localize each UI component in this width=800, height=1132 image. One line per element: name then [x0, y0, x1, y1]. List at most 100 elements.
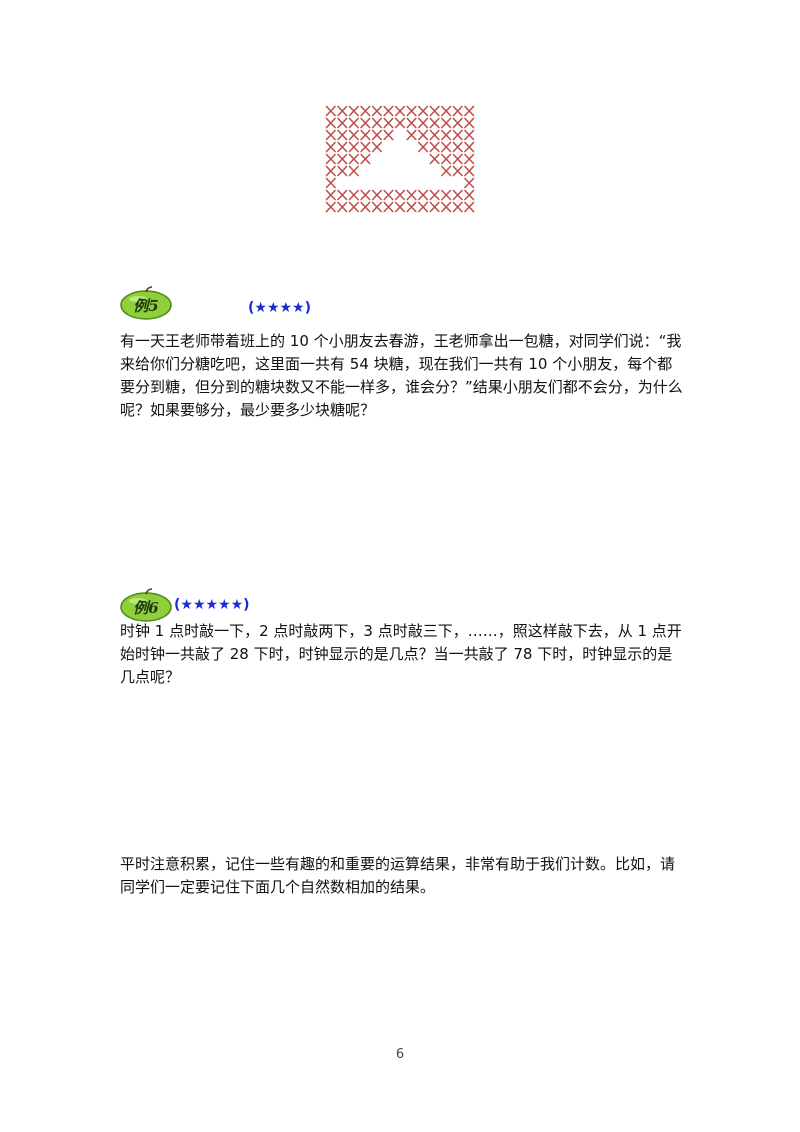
cross-stitch-mark	[360, 129, 371, 141]
cross-stitch-mark	[452, 129, 463, 141]
cross-stitch-mark	[360, 141, 371, 153]
cross-stitch-mark	[441, 189, 452, 201]
cross-stitch-mark	[360, 105, 371, 117]
cross-stitch-mark	[464, 105, 475, 117]
example-5-label: 例5	[133, 297, 159, 315]
cross-stitch-mark	[348, 165, 359, 177]
cross-stitch-mark	[429, 117, 440, 129]
cross-stitch-mark	[441, 153, 452, 165]
cross-stitch-mark	[383, 189, 394, 201]
cross-stitch-mark	[325, 201, 336, 213]
cross-stitch-mark	[406, 105, 417, 117]
cross-stitch-mark	[452, 165, 463, 177]
cross-stitch-mark	[452, 117, 463, 129]
cross-stitch-mark	[418, 201, 429, 213]
cross-stitch-mark	[441, 201, 452, 213]
cross-stitch-mark	[406, 201, 417, 213]
cross-stitch-mark	[371, 141, 382, 153]
example-6-text: 时钟 1 点时敲一下，2 点时敲两下，3 点时敲三下，……，照这样敲下去，从 1…	[120, 622, 682, 686]
cross-stitch-mark	[325, 177, 336, 189]
cross-stitch-mark	[394, 117, 406, 129]
cross-stitch-mark	[383, 201, 394, 213]
cross-stitch-mark	[383, 129, 394, 141]
cross-stitch-mark	[406, 129, 417, 141]
cross-stitch-mark	[429, 201, 440, 213]
cross-stitch-mark	[394, 201, 406, 213]
cross-stitch-mark	[348, 117, 359, 129]
cross-stitch-mark	[464, 201, 475, 213]
cross-stitch-mark	[464, 177, 475, 189]
cross-stitch-mark	[360, 201, 371, 213]
cross-stitch-mark	[418, 129, 429, 141]
cross-stitch-mark	[325, 165, 336, 177]
cross-stitch-mark	[325, 141, 336, 153]
cross-stitch-mark	[464, 129, 475, 141]
cross-stitch-pattern-icon	[325, 105, 475, 213]
cross-stitch-mark	[406, 189, 417, 201]
cross-stitch-mark	[418, 189, 429, 201]
cross-stitch-mark	[371, 117, 382, 129]
cross-stitch-mark	[441, 165, 452, 177]
cross-stitch-mark	[394, 189, 406, 201]
apple-badge-icon	[120, 286, 172, 320]
cross-stitch-mark	[325, 129, 336, 141]
cross-stitch-mark	[429, 105, 440, 117]
page-number: 6	[395, 1047, 405, 1062]
cross-stitch-mark	[348, 189, 359, 201]
cross-stitch-mark	[464, 153, 475, 165]
apple-badge-icon	[120, 588, 172, 622]
cross-stitch-mark	[348, 201, 359, 213]
example-6-label: 例6	[133, 599, 159, 617]
cross-stitch-mark	[337, 129, 348, 141]
cross-stitch-mark	[452, 153, 463, 165]
note-text: 平时注意积累，记住一些有趣的和重要的运算结果，非常有助于我们计数。比如，请同学们…	[120, 855, 676, 896]
cross-stitch-mark	[348, 141, 359, 153]
cross-stitch-mark	[337, 105, 348, 117]
cross-stitch-mark	[348, 129, 359, 141]
cross-stitch-mark	[418, 105, 429, 117]
cross-stitch-mark	[337, 141, 348, 153]
cross-stitch-mark	[464, 117, 475, 129]
cross-stitch-mark	[452, 201, 463, 213]
cross-stitch-mark	[337, 117, 348, 129]
example-5-text: 有一天王老师带着班上的 10 个小朋友去春游，王老师拿出一包糖，对同学们说：“我…	[120, 332, 683, 419]
cross-stitch-mark	[429, 189, 440, 201]
cross-stitch-mark	[429, 129, 440, 141]
cross-stitch-mark	[337, 189, 348, 201]
cross-stitch-mark	[371, 189, 382, 201]
cross-stitch-mark	[452, 105, 463, 117]
cross-stitch-mark	[383, 117, 394, 129]
cross-stitch-mark	[325, 117, 336, 129]
cross-stitch-mark	[337, 153, 348, 165]
cross-stitch-mark	[441, 129, 452, 141]
cross-stitch-mark	[337, 201, 348, 213]
cross-stitch-mark	[464, 165, 475, 177]
cross-stitch-mark	[406, 117, 417, 129]
cross-stitch-mark	[360, 117, 371, 129]
cross-stitch-mark	[464, 189, 475, 201]
cross-stitch-mark	[429, 153, 440, 165]
cross-stitch-mark	[325, 153, 336, 165]
cross-stitch-mark	[371, 105, 382, 117]
cross-stitch-mark	[429, 141, 440, 153]
cross-stitch-mark	[452, 141, 463, 153]
cross-stitch-mark	[325, 105, 336, 117]
cross-stitch-mark	[452, 189, 463, 201]
example-5-badge: 例5	[120, 286, 172, 320]
cross-stitch-mark	[371, 201, 382, 213]
cross-stitch-mark	[418, 141, 429, 153]
cross-stitch-mark	[348, 105, 359, 117]
cross-stitch-mark	[383, 105, 394, 117]
cross-stitch-mark	[325, 189, 336, 201]
example-6-difficulty: (★★★★★)	[174, 597, 250, 613]
cross-stitch-mark	[441, 105, 452, 117]
cross-stitch-mark	[441, 117, 452, 129]
cross-stitch-mark	[464, 141, 475, 153]
cross-stitch-mark	[360, 153, 371, 165]
cross-stitch-mark	[348, 153, 359, 165]
example-6-badge: 例6	[120, 588, 172, 622]
cross-stitch-mark	[371, 129, 382, 141]
cross-stitch-mark	[441, 141, 452, 153]
cross-stitch-mark	[337, 165, 348, 177]
